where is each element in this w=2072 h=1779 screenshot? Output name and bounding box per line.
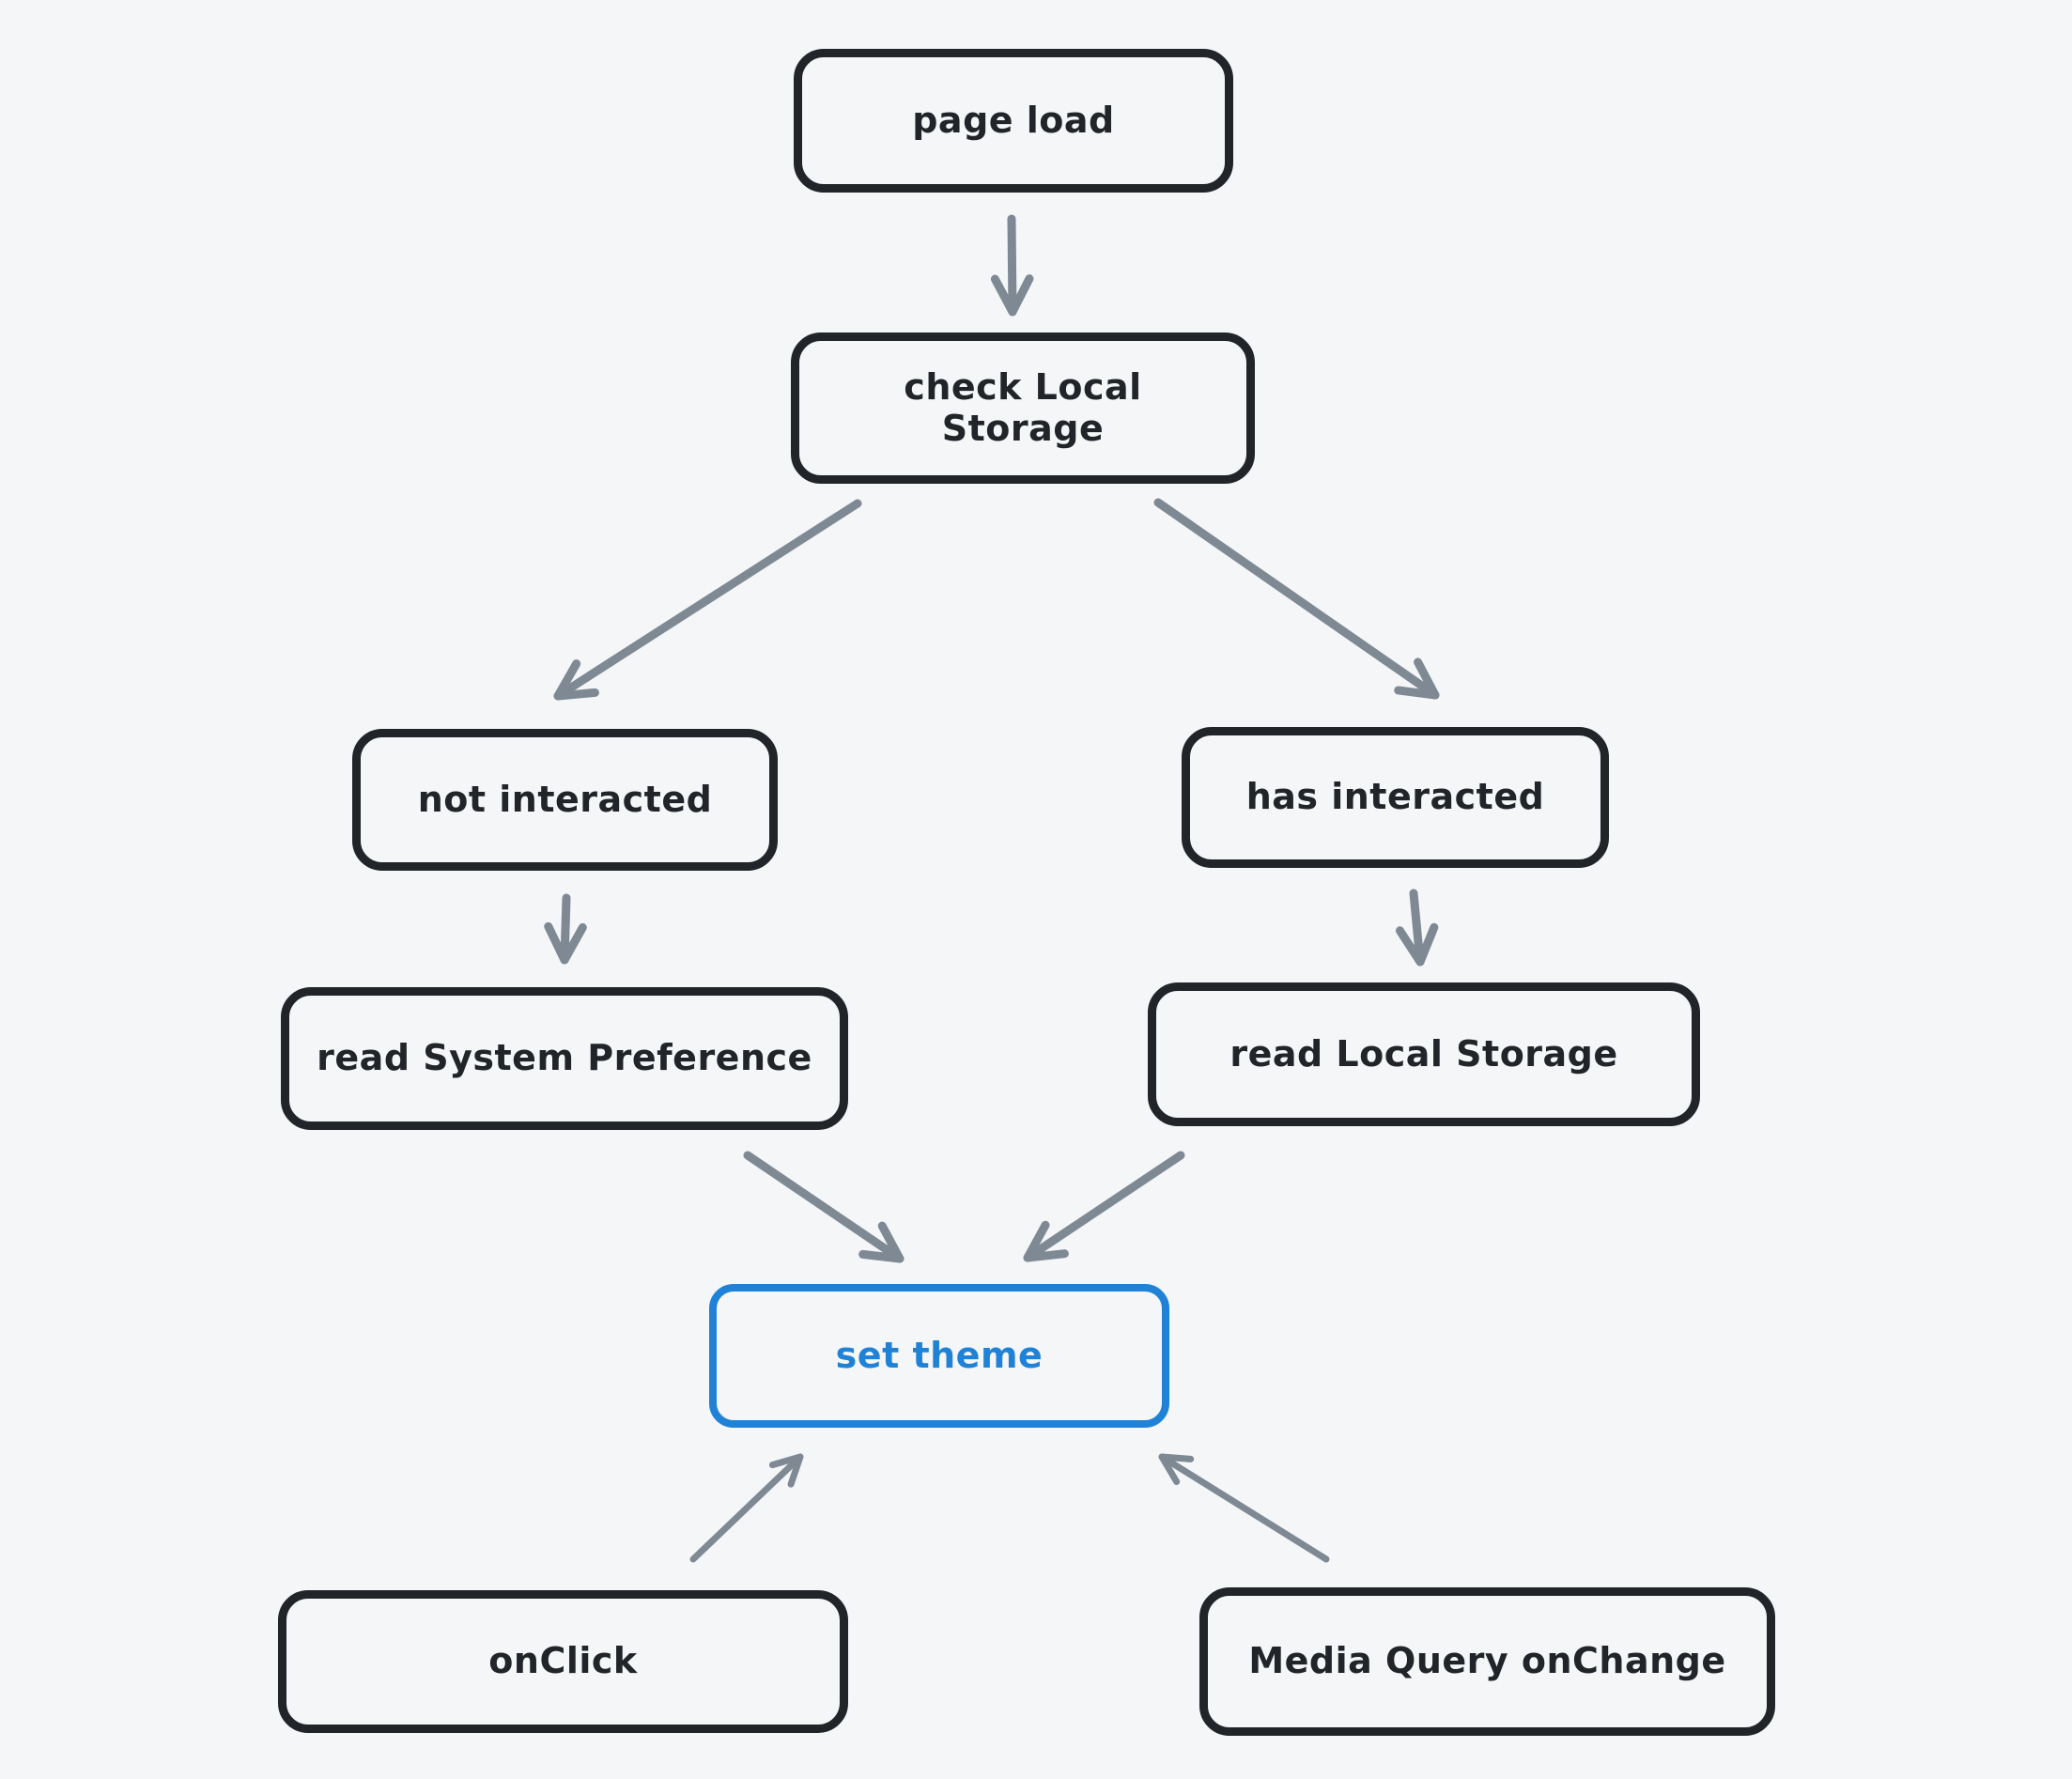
arrowhead-icon <box>858 1221 905 1263</box>
node-page-load: page load <box>794 49 1233 193</box>
node-has-interacted: has interacted <box>1182 727 1609 868</box>
node-read-system-preference: read System Preference <box>281 987 848 1130</box>
arrowhead-icon <box>553 659 599 701</box>
arrowhead-icon <box>544 921 587 965</box>
node-media-query-onchange: Media Query onChange <box>1199 1587 1775 1736</box>
edge-read-system-preference-to-set-theme <box>743 1151 905 1263</box>
arrowhead-icon <box>1395 922 1439 967</box>
node-label: not interacted <box>417 778 713 820</box>
edge-onclick-to-set-theme <box>689 1453 804 1563</box>
node-check-local-storage: check Local Storage <box>791 333 1255 484</box>
node-label: read System Preference <box>317 1037 812 1079</box>
node-read-local-storage: read Local Storage <box>1148 982 1700 1126</box>
arrowhead-icon <box>1394 657 1440 700</box>
node-label: set theme <box>835 1334 1044 1376</box>
node-label: has interacted <box>1245 776 1545 818</box>
node-not-interacted: not interacted <box>352 729 778 871</box>
node-label: check Local Storage <box>904 365 1142 449</box>
node-label: onClick <box>488 1640 638 1682</box>
node-set-theme: set theme <box>709 1284 1169 1428</box>
node-onclick: onClick <box>278 1590 848 1733</box>
edge-read-local-storage-to-set-theme <box>1023 1151 1185 1262</box>
edge-has-interacted-to-read-local-storage <box>1395 889 1439 967</box>
arrowhead-icon <box>768 1453 804 1488</box>
edge-check-local-storage-to-not-interacted <box>553 499 862 701</box>
node-label: Media Query onChange <box>1248 1640 1726 1682</box>
node-label: read Local Storage <box>1229 1032 1618 1075</box>
edge-check-local-storage-to-has-interacted <box>1153 498 1440 700</box>
arrowhead-icon <box>990 274 1034 317</box>
edge-media-query-onchange-to-set-theme <box>1158 1453 1330 1563</box>
node-label: page load <box>912 99 1115 141</box>
arrowhead-icon <box>1023 1220 1069 1262</box>
edge-page-load-to-check-local-storage <box>990 214 1034 317</box>
arrowhead-icon <box>1158 1453 1195 1486</box>
edge-not-interacted-to-read-system-preference <box>544 893 587 965</box>
